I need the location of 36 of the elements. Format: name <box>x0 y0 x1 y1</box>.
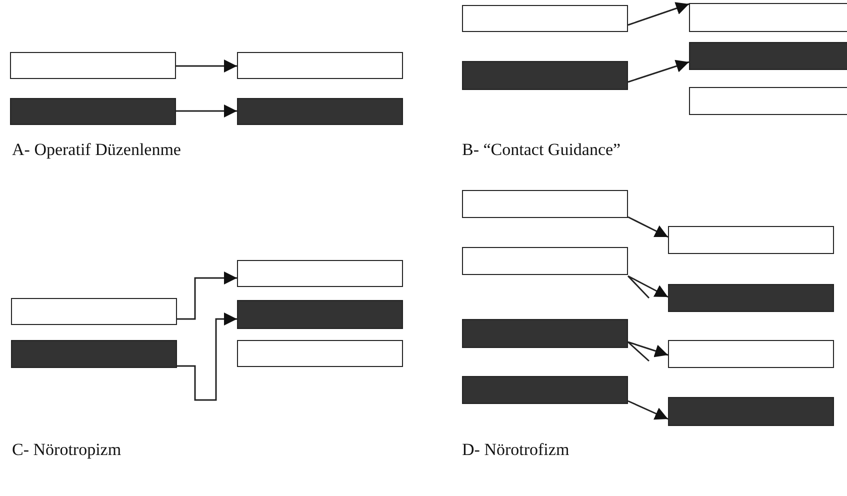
filled-bar <box>689 42 847 70</box>
arrow <box>177 312 237 401</box>
panel-caption: A- Operatif Düzenlenme <box>12 140 181 160</box>
empty-bar <box>237 340 403 367</box>
empty-bar <box>462 247 628 275</box>
empty-bar <box>689 3 847 32</box>
empty-bar <box>668 340 834 368</box>
empty-bar <box>689 87 847 115</box>
arrow <box>628 216 668 238</box>
panel-caption: C- Nörotropizm <box>12 440 122 460</box>
arrow <box>627 341 669 362</box>
empty-bar <box>237 260 403 287</box>
empty-bar <box>462 190 628 218</box>
filled-bar <box>668 397 834 426</box>
empty-bar <box>237 52 403 79</box>
panel-caption: D- Nörotrofizm <box>462 440 570 460</box>
filled-bar <box>11 340 177 368</box>
empty-bar <box>668 226 834 254</box>
filled-bar <box>462 61 628 90</box>
filled-bar <box>462 376 628 404</box>
arrow <box>177 272 237 320</box>
arrow <box>628 2 690 26</box>
arrow <box>176 104 237 118</box>
arrow <box>628 400 668 420</box>
filled-bar <box>237 300 403 329</box>
empty-bar <box>10 52 176 79</box>
filled-bar <box>237 98 403 125</box>
filled-bar <box>668 284 834 312</box>
arrow <box>176 60 237 72</box>
filled-bar <box>462 319 628 348</box>
empty-bar <box>11 298 177 325</box>
panel-caption: B- “Contact Guidance” <box>462 140 621 160</box>
arrow <box>628 60 690 83</box>
empty-bar <box>462 5 628 32</box>
arrow <box>627 275 669 299</box>
filled-bar <box>10 98 176 125</box>
